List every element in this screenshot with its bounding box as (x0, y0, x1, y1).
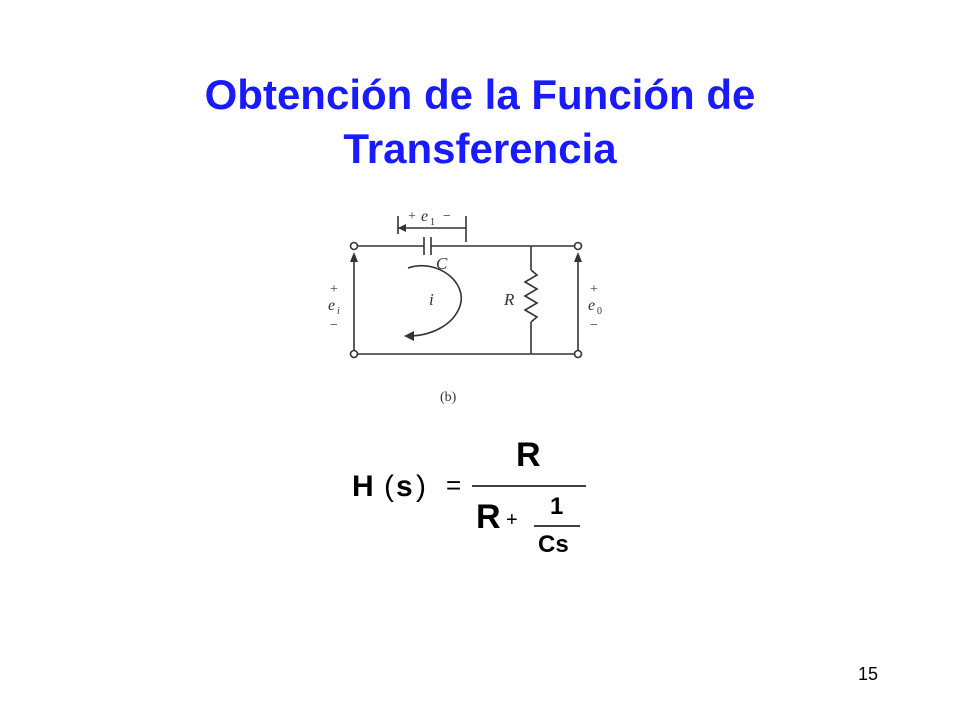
e1-label: e (421, 208, 428, 225)
formula-plus: + (506, 509, 518, 531)
input-voltage-subscript: i (337, 306, 340, 317)
loop-current-arc (407, 265, 463, 337)
circuit-caption: (b) (440, 390, 457, 405)
capacitor-label: C (436, 254, 448, 273)
page-number: 15 (857, 664, 878, 684)
input-terminal-top (349, 241, 359, 251)
slide-title-line-1: Obtención de la Función de (204, 71, 756, 118)
formula-denominator-R: R (476, 498, 501, 536)
rc-circuit-diagram: + e 1 − C i R + e i − + e 0 − (b) (328, 208, 602, 405)
current-label: i (429, 290, 434, 309)
slide-title: Obtención de la Función de Transferencia (80, 68, 880, 176)
e1-arrowhead (398, 224, 406, 232)
input-terminal-bottom (349, 349, 359, 359)
input-voltage-label: e (328, 297, 335, 314)
formula-fraction-denominator: Cs (538, 531, 569, 558)
formula-H: H (352, 470, 374, 503)
formula-numerator: R (516, 436, 541, 474)
output-terminal-bottom (573, 349, 583, 359)
formula-close-paren: ) (416, 470, 426, 503)
input-arrowhead (350, 252, 358, 262)
transfer-function-formula: H ( s ) = R R + 1 Cs (352, 436, 586, 558)
output-arrowhead (574, 252, 582, 262)
loop-current-arrowhead (404, 331, 414, 341)
e1-subscript: 1 (430, 217, 435, 228)
resistor-zigzag (523, 269, 539, 323)
output-plus-sign: + (590, 282, 598, 297)
formula-s: s (396, 470, 413, 503)
output-voltage-subscript: 0 (597, 306, 602, 317)
resistor-label: R (503, 290, 515, 309)
formula-fraction-numerator: 1 (550, 493, 563, 520)
output-terminal-top (573, 241, 583, 251)
output-minus-sign: − (590, 318, 598, 333)
formula-equals: = (446, 470, 461, 500)
e1-plus-sign: + (408, 209, 416, 224)
e1-minus-sign: − (443, 209, 451, 224)
output-voltage-label: e (588, 297, 595, 314)
input-minus-sign: − (330, 318, 338, 333)
slide-title-line-2: Transferencia (343, 125, 617, 172)
formula-open-paren: ( (384, 470, 394, 503)
input-plus-sign: + (330, 282, 338, 297)
